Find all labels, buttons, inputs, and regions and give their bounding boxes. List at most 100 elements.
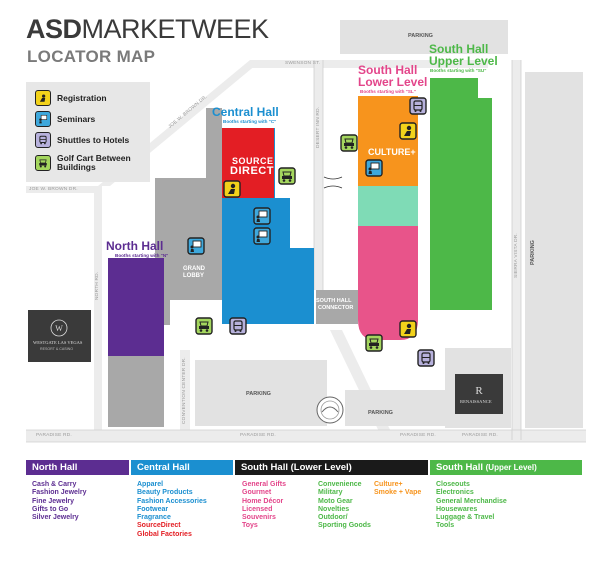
category-item: Souvenirs	[242, 514, 276, 522]
registration-icon[interactable]	[399, 122, 417, 140]
brand-light: MARKETWEEK	[81, 14, 270, 44]
bus-icon[interactable]	[417, 349, 435, 367]
bus-icon[interactable]	[229, 317, 247, 335]
south-hall-upper[interactable]	[430, 78, 492, 310]
south-hall-lower[interactable]	[358, 96, 418, 340]
south-lower-sub: Booths starting with "SL"	[360, 89, 416, 94]
south-lower-categories-3: Culture+ Smoke + Vape	[374, 481, 421, 498]
legend-label: Seminars	[57, 113, 96, 124]
north-hall-categories: Cash & Carry Fashion Jewelry Fine Jewelr…	[32, 481, 86, 522]
south-upper-categories: Closeouts Electronics General Merchandis…	[436, 481, 507, 531]
category-item: General Merchandise	[436, 497, 507, 505]
category-item: Apparel	[137, 481, 164, 488]
central-hall-title: Central Hall	[212, 105, 279, 119]
desert-inn-road	[314, 60, 323, 290]
golf-cart-icon[interactable]	[195, 317, 213, 335]
convention-center-road	[180, 350, 190, 440]
category-item: Tools	[436, 522, 455, 530]
parking-top-label: PARKING	[408, 33, 433, 39]
road-label-sierra-vista: SIERRA VISTA DR.	[514, 233, 519, 278]
category-item: Moto Gear	[318, 497, 353, 505]
south-lower-title-2: Lower Level	[358, 75, 428, 89]
westgate-label-1: WESTGATE LAS VEGAS	[33, 340, 83, 345]
legend-label: Golf Cart Between Buildings	[57, 153, 131, 172]
category-item: Electronics	[436, 489, 474, 497]
south-lower-categories-1: General Gifts Gourmet Home Décor License…	[242, 481, 286, 531]
category-item: Gifts to Go	[32, 505, 69, 513]
parking-top	[340, 20, 508, 54]
road-label-paradise-3: PARADISE RD.	[400, 433, 436, 438]
parking-bottom-left-label: PARKING	[246, 391, 271, 397]
parking-bottom-right	[345, 390, 445, 426]
legend: Registration Seminars Shuttles to Hotels…	[26, 82, 150, 182]
south-upper-header-suffix: (Upper Level)	[485, 463, 537, 472]
category-item: SourceDirect	[137, 522, 181, 530]
road-label-north: NORTH RD.	[95, 271, 100, 300]
south-upper-sub: Booths starting with "SU"	[430, 68, 487, 73]
parking-bottom-right-label: PARKING	[368, 410, 393, 416]
parking-right-label: PARKING	[530, 240, 536, 265]
south-hall-connector	[316, 290, 358, 324]
grand-lobby-label-1: GRAND	[183, 266, 205, 272]
bus-icon	[35, 132, 51, 148]
bridge-mark	[323, 176, 343, 189]
central-hall-sub: Booths starting with "C"	[223, 119, 277, 124]
south-upper-header: South Hall (Upper Level)	[430, 460, 582, 475]
source-direct-label-2: DIRECT	[230, 165, 274, 177]
category-item: Beauty Products	[137, 489, 193, 497]
convention-center-logo	[316, 396, 344, 424]
north-hall[interactable]	[108, 258, 164, 356]
category-item: Novelties	[318, 505, 350, 513]
category-item: Toys	[242, 522, 258, 530]
category-item: Licensed	[242, 505, 273, 513]
north-hall-header: North Hall	[26, 460, 129, 475]
legend-item-seminars: Seminars	[35, 111, 142, 127]
category-item: Silver Jewelry	[32, 514, 79, 522]
south-lower-pink	[358, 226, 418, 340]
legend-label: Registration	[57, 92, 107, 103]
parking-right	[525, 72, 583, 428]
sierra-vista-road	[512, 60, 521, 440]
seminar-icon[interactable]	[187, 237, 205, 255]
category-item: Culture+	[374, 481, 403, 488]
westgate-label-2: RESORT & CASINO	[40, 347, 74, 351]
registration-icon[interactable]	[223, 180, 241, 198]
category-item: Outdoor/	[318, 514, 348, 522]
category-item: Closeouts	[436, 481, 470, 488]
connector-label-1: SOUTH HALL	[316, 298, 352, 304]
legend-label: Shuttles to Hotels	[57, 134, 130, 145]
road-label-paradise-4: PARADISE RD.	[462, 433, 498, 438]
south-lower-mint	[358, 186, 418, 226]
category-item: Fashion Accessories	[137, 497, 207, 505]
south-upper-title-1: South Hall	[429, 42, 489, 56]
golf-cart-icon[interactable]	[278, 167, 296, 185]
category-item: Luggage & Travel	[436, 514, 495, 522]
golf-cart-icon[interactable]	[365, 334, 383, 352]
central-hall-header: Central Hall	[131, 460, 233, 475]
category-item: Convenience	[318, 481, 362, 488]
road-label-swenson: SWENSON ST.	[285, 61, 321, 66]
north-hall-title: North Hall	[106, 239, 164, 253]
seminar-icon[interactable]	[253, 227, 271, 245]
brand-bold: ASD	[26, 14, 82, 44]
road-label-joe-brown: JOE W. BROWN DR.	[29, 187, 78, 192]
road-label-desert-inn: DESERT INN RD.	[316, 106, 321, 148]
south-upper-title-2: Upper Level	[429, 54, 498, 68]
road-label-convention-center: CONVENTION CENTER DR.	[182, 357, 187, 424]
category-item: Global Factories	[137, 530, 192, 538]
south-lower-title-1: South Hall	[358, 63, 418, 77]
bus-icon[interactable]	[409, 97, 427, 115]
category-item: Home Décor	[242, 497, 284, 505]
seminar-icon[interactable]	[253, 207, 271, 225]
joe-w-brown-road	[26, 186, 98, 193]
connector-label-2: CONNECTOR	[318, 305, 354, 311]
golf-cart-icon[interactable]	[340, 134, 358, 152]
paradise-road	[26, 430, 586, 442]
registration-icon[interactable]	[399, 320, 417, 338]
parking-bottom-left	[195, 360, 327, 426]
seminar-icon[interactable]	[365, 159, 383, 177]
south-upper-header-main: South Hall	[436, 462, 483, 473]
north-road	[94, 186, 102, 438]
renaissance-hotel[interactable]	[455, 374, 503, 414]
westgate-logo	[50, 319, 68, 337]
